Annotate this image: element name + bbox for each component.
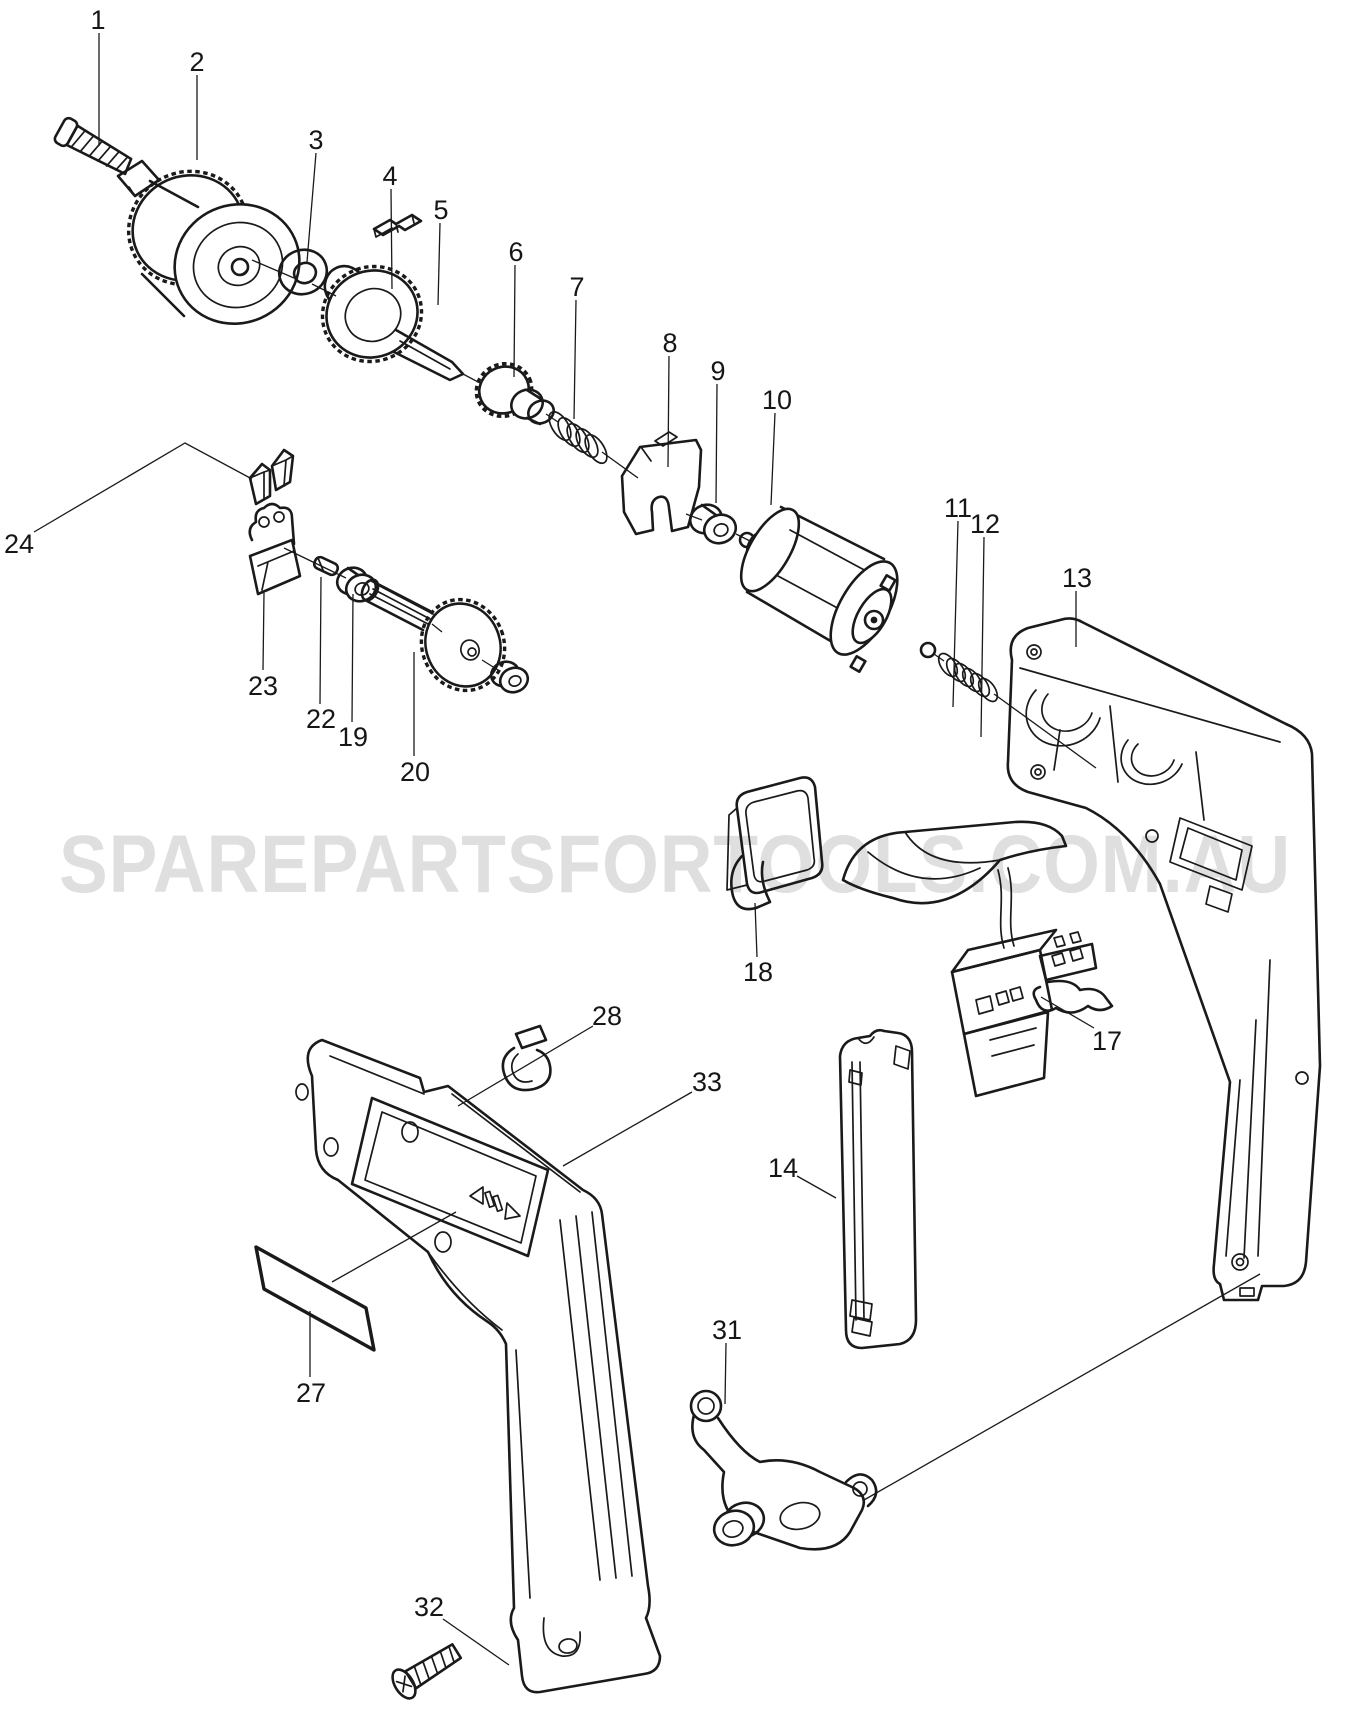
callout-5-label: 5 [433,195,448,225]
part-2-chuck-drawing [116,159,301,325]
part-23-brush-holder-drawing [248,502,302,596]
callout-22-leader [319,576,322,705]
callout-4-label: 4 [382,161,397,191]
callout-24-leader [33,442,253,533]
part-1-screw-drawing [53,116,133,176]
callout-17-leader [1040,996,1095,1029]
part-5-gear-spindle-drawing [320,264,465,382]
callout-7-leader [573,299,577,420]
callout-11-label: 11 [944,493,972,523]
callout-2-label: 2 [189,47,204,77]
callout-6-leader [513,264,516,378]
callout-18-leader [754,902,758,958]
callout-10-leader [770,412,776,506]
part-14-battery-drawing [838,1028,918,1350]
callout-1-label: 1 [90,5,105,35]
part-12-spring-drawing [937,652,999,703]
callout-22-label: 22 [306,704,336,734]
callout-31-label: 31 [712,1315,742,1345]
callout-6-label: 6 [508,237,523,267]
part-31-bell-crank-drawing [689,1389,878,1551]
callout-20-label: 20 [400,757,430,787]
callout-7-label: 7 [569,272,584,302]
part-10-motor-drawing [738,505,899,673]
callout-3-leader [306,152,317,263]
callout-23-label: 23 [248,671,278,701]
callout-24-label: 24 [4,529,34,559]
part-9-spacer-drawing [688,503,738,545]
part-28-clip-drawing [501,1024,552,1092]
callout-14-label: 14 [768,1153,798,1183]
part-33-left-housing-drawing [295,1038,662,1694]
callout-13-label: 13 [1062,563,1092,593]
callout-17-label: 17 [1092,1026,1122,1056]
callout-8-label: 8 [662,328,677,358]
callout-5-leader [437,222,441,306]
part-8-retainer-plate-drawing [620,431,703,536]
axis-lines [251,259,1261,1501]
part-6-pinion-drawing [474,361,555,426]
callout-28-leader [457,1025,594,1107]
part-4-key-drawing [372,213,423,238]
callout-8-leader [667,355,670,468]
callout-4-leader [390,188,393,290]
part-3-washer-drawing [277,248,329,296]
part-13-right-housing-drawing [1006,617,1322,1302]
callout-9-leader [715,383,718,504]
part-20-gear-shaft-drawing [360,578,530,694]
part-32-screw-drawing [391,1643,463,1700]
callout-31-leader [724,1342,727,1405]
part-11-ball-drawing [919,641,937,659]
callout-27-label: 27 [296,1378,326,1408]
callout-19-leader [351,593,354,723]
part-17-switch-drawing [841,820,1114,1098]
callouts-layer: 1234567891011121314171819202223242728313… [4,5,1122,1666]
part-24-brushes-drawing [248,448,295,506]
watermark-text: SPAREPARTSFORTOOLS.COM.AU [59,819,1291,910]
part-7-spring-drawing [548,410,608,465]
parts-illustration [53,116,1322,1700]
callout-32-label: 32 [414,1592,444,1622]
callout-11-leader [952,520,959,708]
callout-14-leader [796,1175,837,1199]
callout-12-leader [980,536,985,738]
callout-33-label: 33 [692,1067,722,1097]
callout-32-leader [442,1618,510,1666]
callout-9-label: 9 [710,356,725,386]
callout-18-label: 18 [743,957,773,987]
callout-23-leader [262,592,265,671]
callout-19-label: 19 [338,722,368,752]
part-22-pin-drawing [312,555,340,577]
part-18-trigger-drawing [726,776,824,911]
callout-33-leader [562,1091,693,1167]
part-27-name-plate-drawing [254,1245,376,1352]
callout-28-label: 28 [592,1001,622,1031]
callout-10-label: 10 [762,385,792,415]
callout-12-label: 12 [970,509,1000,539]
callout-3-label: 3 [308,125,323,155]
